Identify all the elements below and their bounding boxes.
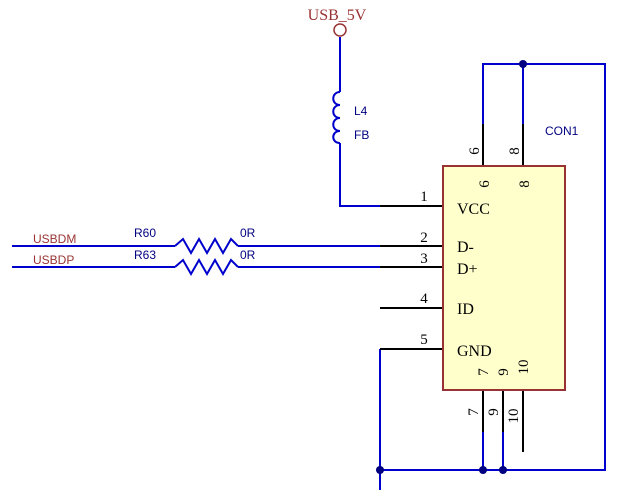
junction-dot-icon bbox=[376, 466, 384, 474]
power-port-label: USB_5V bbox=[308, 7, 367, 24]
pin-number-5: 5 bbox=[420, 332, 428, 348]
power-port-usb5v[interactable]: USB_5V bbox=[308, 7, 367, 37]
junction-dot-icon bbox=[499, 466, 507, 474]
junction-dot-icon bbox=[519, 60, 527, 68]
wires bbox=[12, 37, 606, 490]
pin-number-3: 3 bbox=[420, 251, 428, 267]
pin-number-2: 2 bbox=[420, 230, 428, 246]
inductor-coil-icon bbox=[332, 91, 341, 144]
pin-number-6-inner: 6 bbox=[477, 180, 493, 188]
resistor-designator: R60 bbox=[134, 226, 156, 240]
pin-number-8-inner: 8 bbox=[517, 180, 533, 188]
pin-number-7-inner: 7 bbox=[476, 368, 492, 376]
resistor-designator: R63 bbox=[134, 248, 156, 262]
net-label-usbdp: USBDP bbox=[33, 253, 74, 267]
pin-name-dp: D+ bbox=[457, 261, 478, 278]
resistor-zigzag-icon bbox=[174, 257, 239, 277]
inductor-value: FB bbox=[354, 128, 369, 142]
pin-name-gnd: GND bbox=[457, 343, 492, 360]
inductor-l4[interactable]: L4 FB bbox=[332, 91, 369, 144]
junctions bbox=[376, 60, 527, 474]
resistor-zigzag-icon bbox=[174, 236, 239, 256]
pin-name-dm: D- bbox=[457, 239, 474, 256]
pin-number-8-outer: 8 bbox=[507, 147, 523, 155]
wire-inductor-to-vcc bbox=[339, 143, 380, 207]
resistor-value: 0R bbox=[240, 248, 256, 262]
pin-number-9-inner: 9 bbox=[496, 368, 512, 376]
pin-name-id: ID bbox=[457, 301, 474, 318]
connector-con1[interactable]: CON1 1 2 3 4 5 VCC D- D+ ID GND 6 8 6 8 … bbox=[380, 124, 579, 452]
pin-number-9-outer: 9 bbox=[486, 408, 502, 416]
junction-dot-icon bbox=[479, 466, 487, 474]
pin-name-vcc: VCC bbox=[457, 201, 490, 218]
connector-pin-lines bbox=[380, 124, 524, 452]
inductor-designator: L4 bbox=[354, 104, 368, 118]
resistor-value: 0R bbox=[240, 226, 256, 240]
pin-number-6-outer: 6 bbox=[467, 147, 483, 155]
power-port-circle-icon bbox=[333, 23, 347, 37]
wire-shield-loop bbox=[378, 63, 606, 471]
pin-number-1: 1 bbox=[420, 189, 428, 205]
pin-number-7-outer: 7 bbox=[466, 408, 482, 416]
net-label-usbdm: USBDM bbox=[33, 232, 76, 246]
connector-body bbox=[442, 165, 566, 391]
resistor-r60[interactable]: R60 0R bbox=[134, 226, 256, 256]
pin-number-10-outer: 10 bbox=[506, 409, 522, 424]
pin-number-4: 4 bbox=[420, 291, 428, 307]
resistor-r63[interactable]: R63 0R bbox=[134, 248, 256, 277]
pin-number-10-inner: 10 bbox=[516, 360, 532, 375]
connector-designator: CON1 bbox=[545, 124, 579, 138]
